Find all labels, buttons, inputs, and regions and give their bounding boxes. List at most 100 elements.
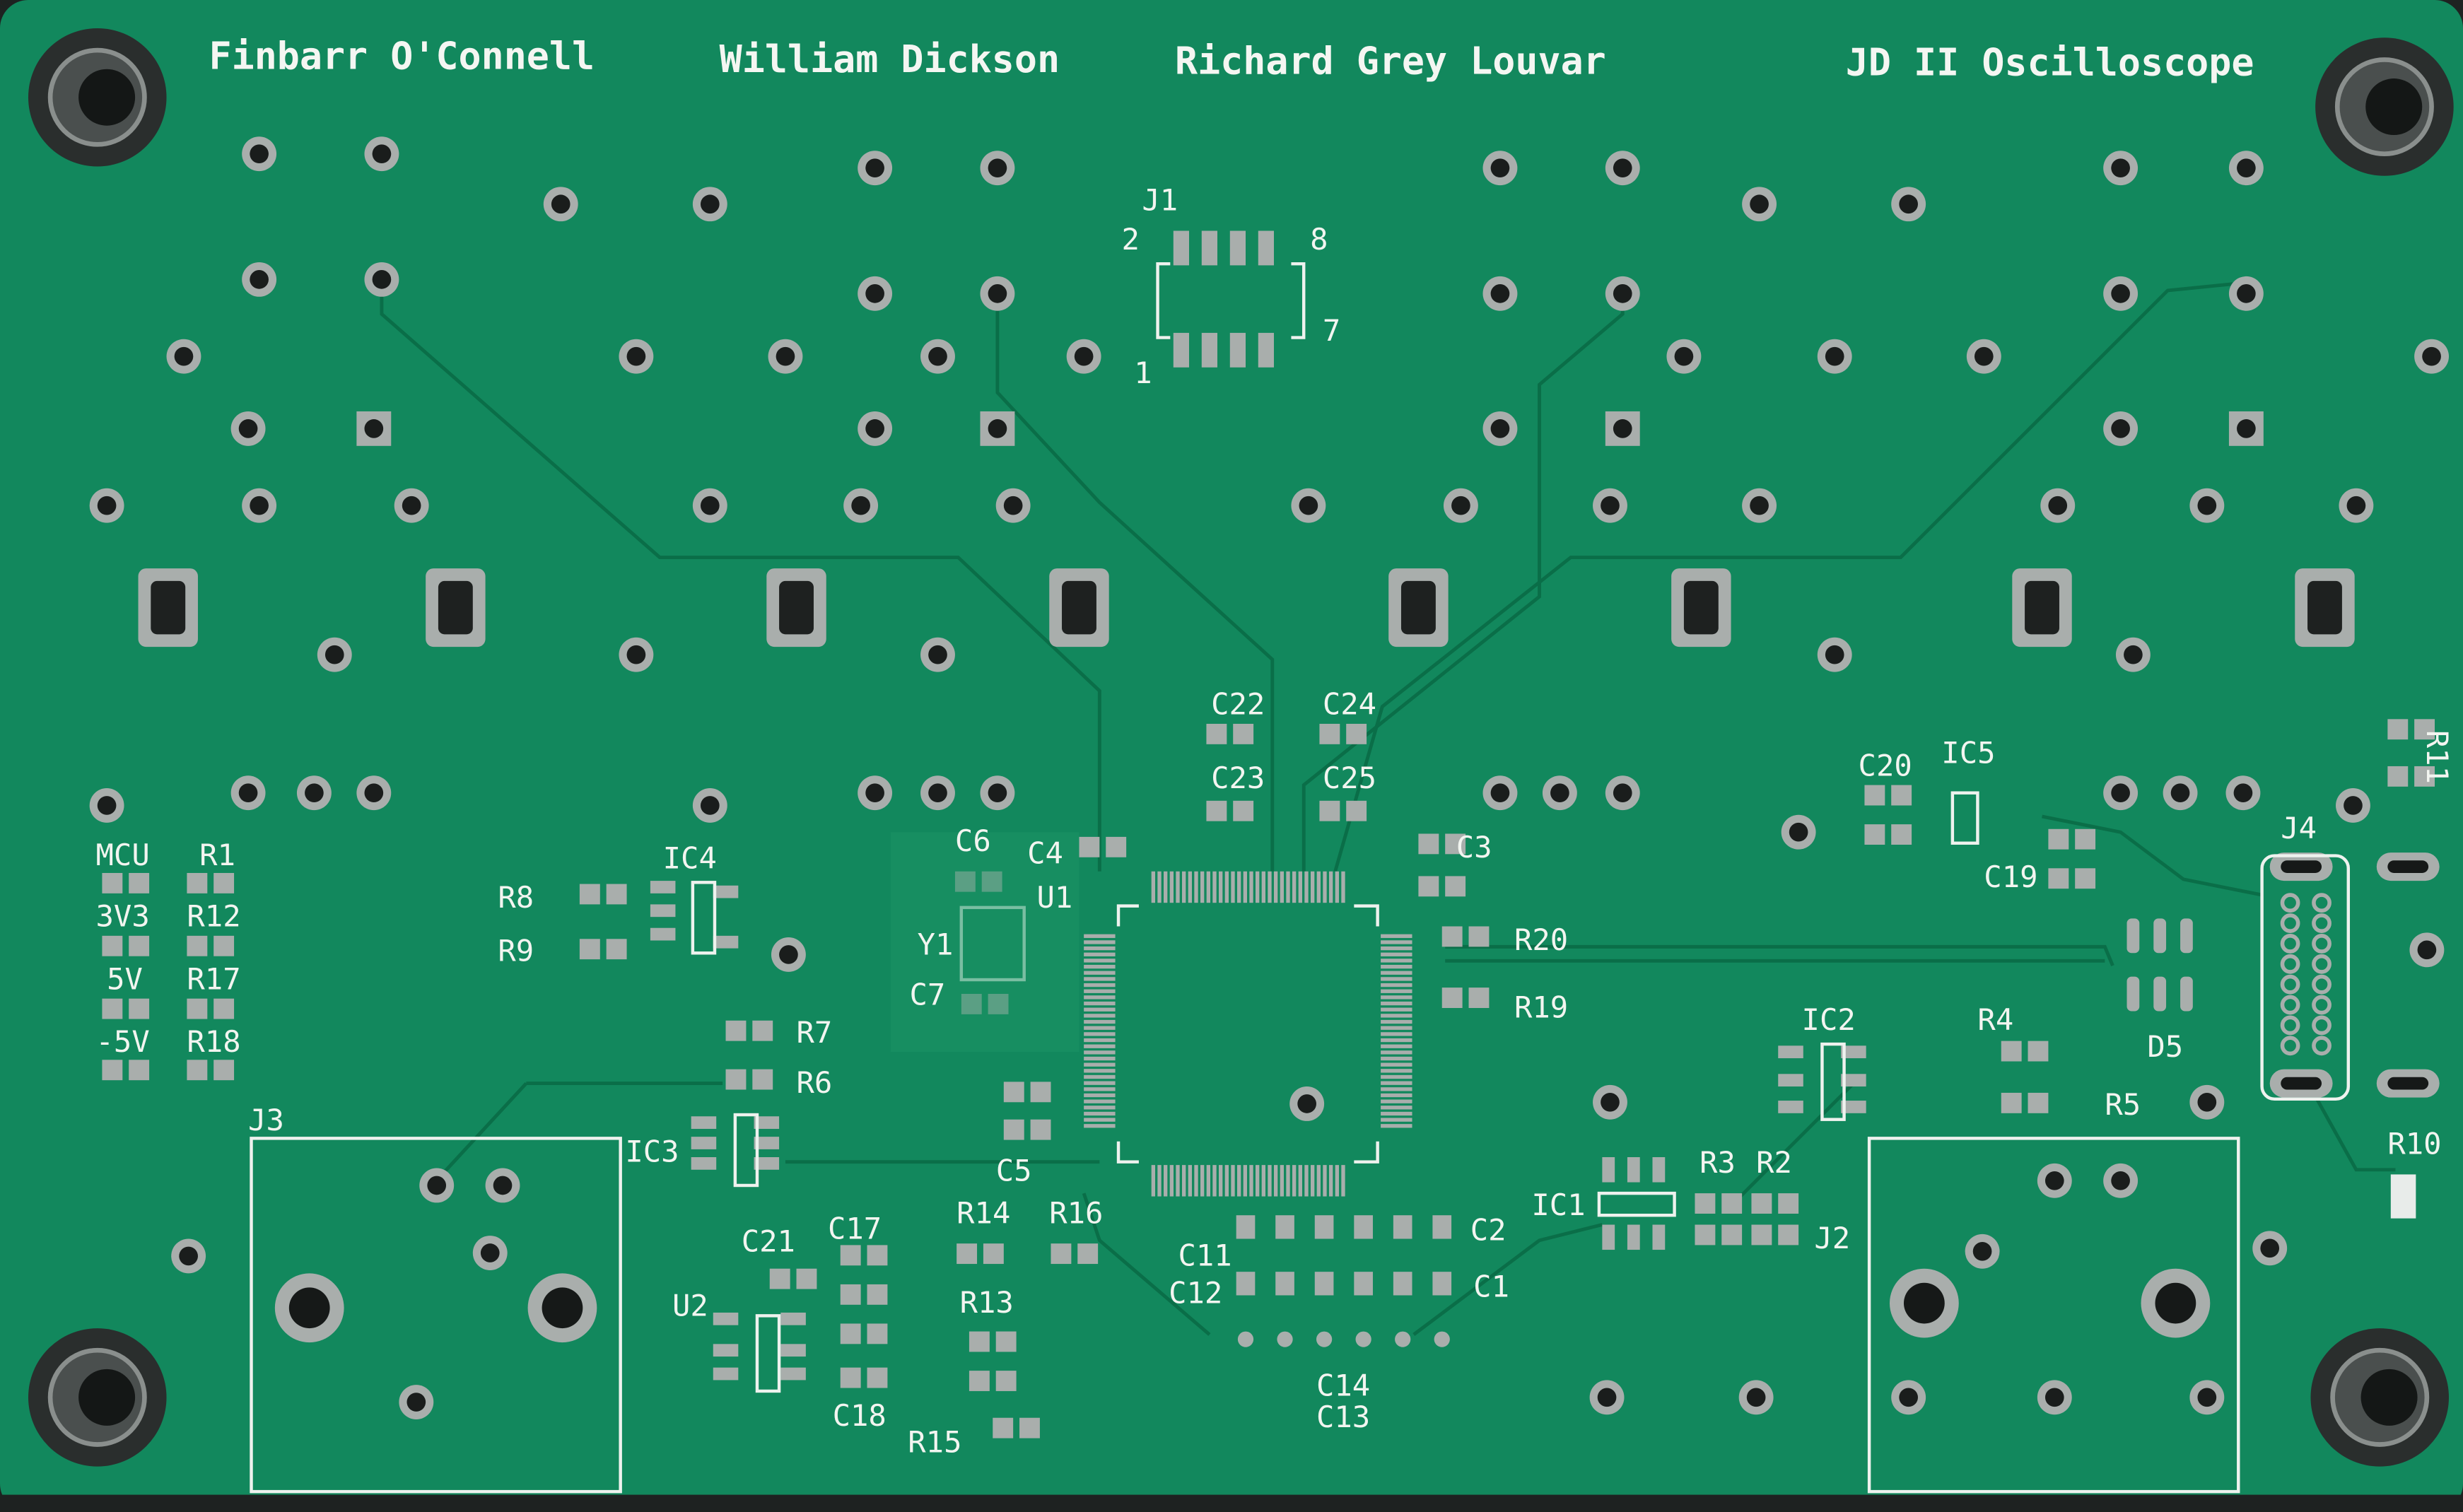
label-c3: C3 xyxy=(1456,830,1492,865)
u1-pin xyxy=(1323,1165,1327,1197)
slot-bore xyxy=(151,580,186,635)
through-hole-bore xyxy=(551,194,571,214)
j4-outline xyxy=(2260,854,2351,1101)
u1-pin xyxy=(1381,959,1412,963)
u1-pin xyxy=(1381,940,1412,944)
via xyxy=(1277,1331,1293,1347)
smd-pad xyxy=(2028,1041,2049,1062)
u1-pin xyxy=(1381,1050,1412,1055)
ic-pin xyxy=(754,1137,780,1149)
smd-pad xyxy=(1079,836,1100,857)
mounting-hole-bore xyxy=(2365,78,2423,136)
smd-pad xyxy=(995,1371,1017,1391)
through-hole-bore xyxy=(928,346,947,366)
u1-pin xyxy=(1084,946,1116,951)
through-hole-bore xyxy=(2197,496,2217,515)
through-hole-bore xyxy=(1299,496,1318,515)
mounting-hole-bore xyxy=(78,69,136,126)
smd-pad xyxy=(1051,1243,1072,1265)
through-hole-bore xyxy=(2344,796,2363,815)
ic-pin xyxy=(650,904,676,918)
author-3-text: Richard Grey Louvar xyxy=(1175,39,1606,83)
u1-pin xyxy=(1273,871,1278,903)
through-hole-bore xyxy=(700,496,720,515)
through-hole-bore xyxy=(1490,284,1510,303)
u1-pin xyxy=(1200,1165,1205,1197)
u1-pin xyxy=(1164,871,1168,903)
through-hole-bore xyxy=(776,346,795,366)
label-ic4: IC4 xyxy=(663,840,717,875)
u1-pin xyxy=(1381,1124,1412,1128)
smd-pad xyxy=(1346,723,1367,744)
u1-pin xyxy=(1084,934,1116,938)
smd-pad xyxy=(187,998,208,1019)
through-hole-bore xyxy=(2260,1238,2280,1258)
smd-pad xyxy=(1432,1272,1452,1296)
d5-pad xyxy=(2126,918,2140,954)
through-hole-bore xyxy=(1451,496,1470,515)
u1-pin xyxy=(1298,1165,1302,1197)
smd-pad xyxy=(867,1367,888,1388)
smd-pad xyxy=(1468,926,1490,947)
label-c25: C25 xyxy=(1323,761,1376,795)
through-hole-bore xyxy=(2170,783,2190,803)
smd-pad xyxy=(1891,824,1912,845)
plated-hole-bore xyxy=(542,1287,583,1329)
square-pad-bore xyxy=(364,419,384,438)
smd-pad xyxy=(840,1367,861,1388)
j4-pin xyxy=(2312,954,2332,974)
smd-pad xyxy=(579,939,600,960)
smd-pad xyxy=(2075,868,2096,889)
smd-pad xyxy=(1346,800,1367,821)
label-c7: C7 xyxy=(910,978,946,1012)
through-hole-bore xyxy=(1490,783,1510,803)
smd-pad xyxy=(1468,988,1490,1008)
project-title-text: JD II Oscilloscope xyxy=(1846,41,2254,85)
u1-pin xyxy=(1310,1165,1315,1197)
u1-pin xyxy=(1084,1118,1116,1122)
smd-pad xyxy=(1441,988,1463,1008)
through-hole-bore xyxy=(97,796,117,815)
smd-pad xyxy=(1319,800,1340,821)
u1-pin xyxy=(1381,971,1412,975)
via xyxy=(1237,1331,1254,1347)
through-hole-bore xyxy=(2237,284,2256,303)
label-j3: J3 xyxy=(248,1103,284,1137)
label-c19: C19 xyxy=(1984,860,2037,894)
j4-pin xyxy=(2312,934,2332,954)
u1-pin xyxy=(1381,1032,1412,1036)
u1-pin xyxy=(1249,1165,1253,1197)
label-3v3: 3V3 xyxy=(96,899,150,934)
u1-pin xyxy=(1255,871,1260,903)
j4-shield-slot xyxy=(2387,1077,2429,1090)
j4-pin xyxy=(2280,974,2300,995)
through-hole-bore xyxy=(402,496,421,515)
label-ic2: IC2 xyxy=(1802,1002,1856,1037)
label-ic5: IC5 xyxy=(1941,736,1995,770)
ic-pin xyxy=(713,1312,739,1325)
u1-pin xyxy=(1084,964,1116,969)
smd-pad xyxy=(1778,1193,1799,1214)
u1-pin xyxy=(1316,1165,1321,1197)
u1-pin xyxy=(1188,1165,1193,1197)
j1-outline-right xyxy=(1291,262,1306,339)
u1-pin xyxy=(1381,1081,1412,1085)
label-r14: R14 xyxy=(956,1195,1010,1230)
slot-bore xyxy=(1683,580,1719,635)
smd-pad xyxy=(840,1245,861,1266)
smd-pad xyxy=(187,935,208,956)
smd-pad xyxy=(1891,785,1912,806)
smd-pad xyxy=(1445,833,1466,855)
plated-hole-bore xyxy=(288,1287,330,1329)
u1-pin xyxy=(1176,871,1180,903)
through-hole-bore xyxy=(2422,346,2441,366)
smd-pad xyxy=(2001,1092,2022,1113)
smd-pad xyxy=(2001,1041,2022,1062)
u1-pin xyxy=(1231,871,1235,903)
j4-pin xyxy=(2312,1036,2332,1056)
u1-pin xyxy=(1381,1087,1412,1091)
via xyxy=(1316,1331,1333,1347)
u1-pin xyxy=(1200,871,1205,903)
smd-pad xyxy=(2387,719,2409,740)
through-hole-bore xyxy=(324,645,344,664)
